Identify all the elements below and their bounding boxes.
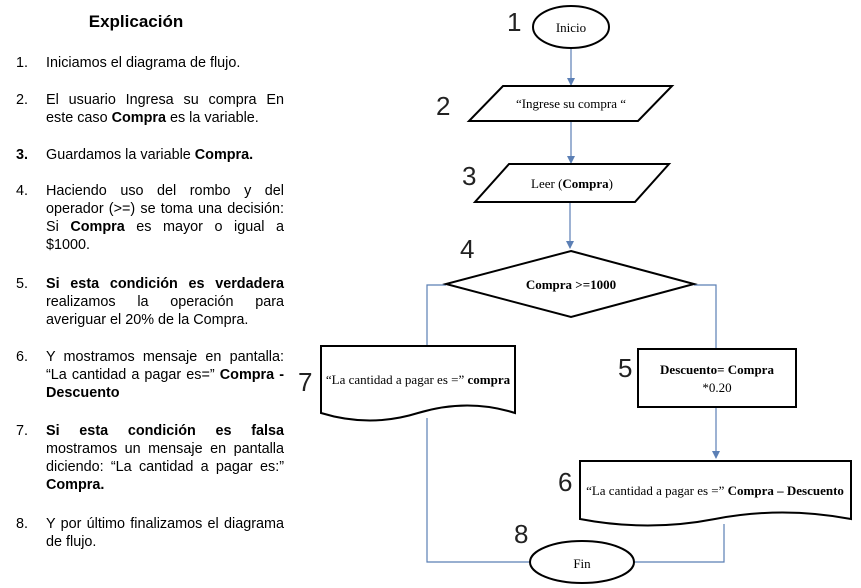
svg-text:“La cantidad a pagar es =” Com: “La cantidad a pagar es =” Compra – Desc… [586, 483, 844, 498]
step-number-4: 4 [460, 234, 474, 264]
step-text: Iniciamos el diagrama de flujo. [46, 55, 241, 71]
step-number: 5. [16, 276, 29, 292]
step-text: Haciendo uso del rombo y del operador (>… [46, 183, 284, 253]
connectors [426, 49, 725, 563]
step-text: Guardamos la variable Compra. [46, 147, 254, 163]
output-false-document: “La cantidad a pagar es =” compra [320, 345, 516, 422]
step-text: Si esta condición es falsa mostramos un … [46, 423, 284, 493]
svg-text:“Ingrese su compra “: “Ingrese su compra “ [516, 96, 626, 111]
input-parallelogram: “Ingrese su compra “ [466, 85, 675, 122]
explanation-title: Explicación [88, 12, 184, 31]
step-number-6: 6 [558, 467, 572, 497]
step-number-8: 8 [514, 519, 528, 549]
step-number: 4. [16, 183, 29, 199]
step-number-7: 7 [298, 367, 312, 397]
connector-false-end [426, 418, 530, 563]
step-text: El usuario Ingresa su compra En este cas… [46, 92, 284, 126]
connector-true-end [634, 524, 725, 563]
svg-text:Compra >=1000: Compra >=1000 [526, 277, 616, 292]
process-box: Descuento= Compra *0.20 [637, 348, 797, 408]
svg-text:Leer (Compra): Leer (Compra) [531, 176, 613, 191]
step-number: 2. [16, 92, 29, 108]
step-text: Si esta condición es verdadera realizamo… [46, 276, 284, 328]
explanation-panel: Explicación 1. Iniciamos el diagrama de … [0, 0, 300, 588]
svg-text:*0.20: *0.20 [702, 380, 731, 395]
connector-decision-true [694, 284, 717, 348]
step-number: 6. [16, 349, 29, 365]
read-parallelogram: Leer (Compra) [472, 163, 672, 203]
decision-diamond: Compra >=1000 [442, 249, 698, 319]
step-numbers: 1 2 3 4 5 6 7 8 [298, 7, 632, 549]
step-text: Y mostramos mensaje en pantalla: “La can… [46, 349, 284, 401]
step-text: Y por último finalizamos el diagrama de … [46, 516, 284, 550]
step-number: 3. [16, 147, 29, 163]
svg-text:“La cantidad a pagar es =” com: “La cantidad a pagar es =” compra [326, 372, 511, 387]
step-number-1: 1 [507, 7, 521, 37]
step-number: 7. [16, 423, 29, 439]
step-number-5: 5 [618, 353, 632, 383]
connector-decision-false [426, 284, 446, 346]
step-number: 1. [16, 55, 29, 71]
step-number-3: 3 [462, 161, 476, 191]
svg-text:Fin: Fin [573, 556, 591, 571]
output-true-document: “La cantidad a pagar es =” Compra – Desc… [579, 460, 852, 527]
step-number-2: 2 [436, 91, 450, 121]
svg-text:Descuento= Compra: Descuento= Compra [660, 362, 774, 377]
start-terminal: Inicio [532, 5, 610, 49]
svg-text:Inicio: Inicio [556, 20, 586, 35]
end-terminal: Fin [529, 540, 635, 584]
step-number: 8. [16, 516, 29, 532]
